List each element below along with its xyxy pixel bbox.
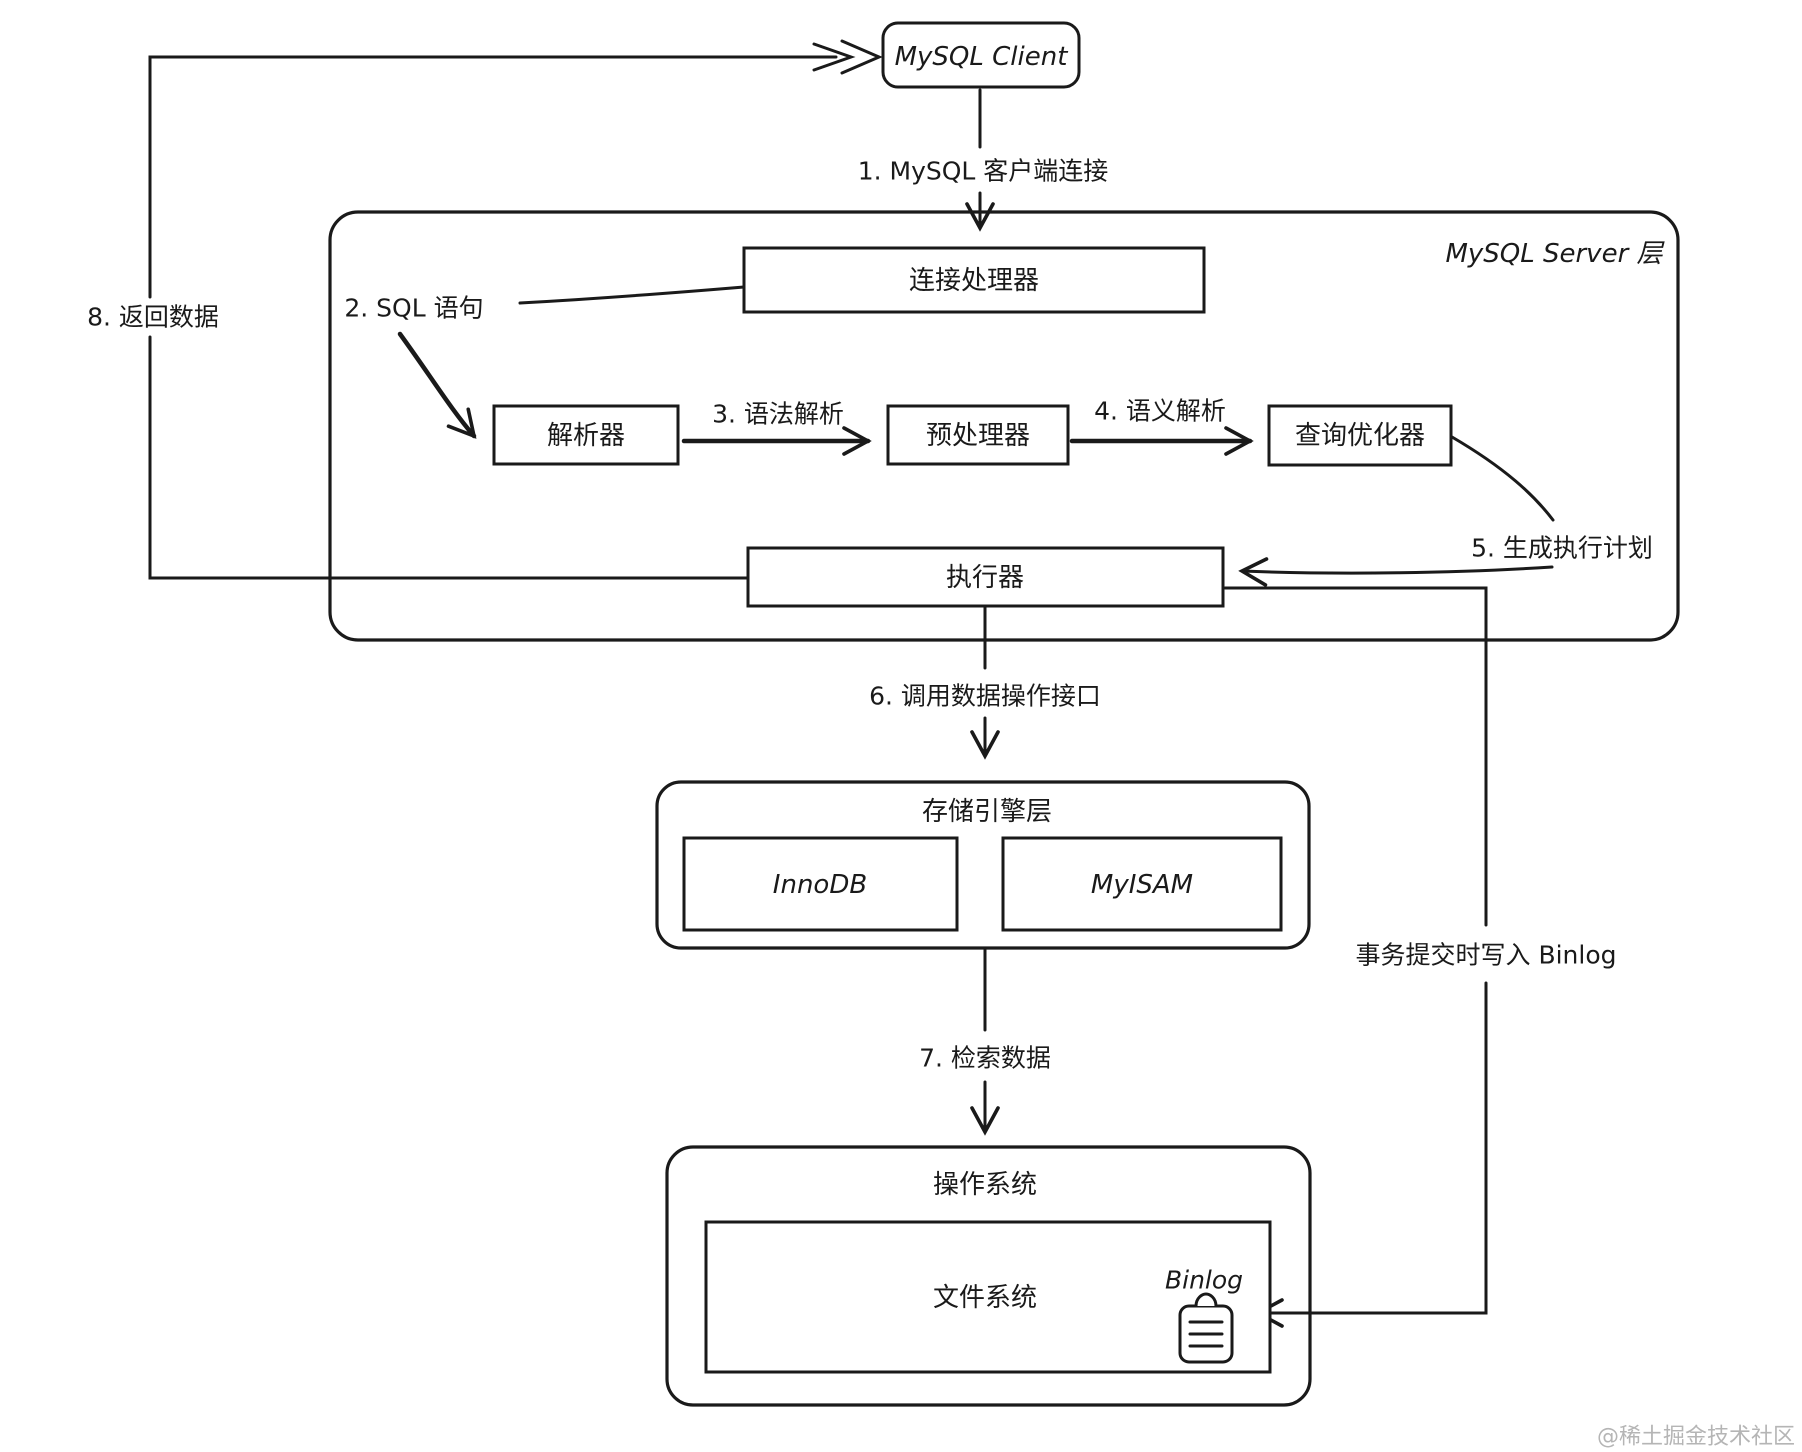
return-arrowhead-outer-icon [840, 39, 883, 75]
sql-to-parser-arrow [397, 331, 477, 439]
parser-box [492, 404, 680, 466]
sql-statement-line [518, 285, 746, 305]
myisam-label: MyISAM [1091, 870, 1193, 900]
storage-engine-layer-box [655, 780, 1311, 950]
watermark-label: @稀土掘金技术社区 [1597, 1425, 1795, 1450]
binlog-path-lower [1254, 981, 1488, 1328]
filesystem-label: 文件系统 [933, 1283, 1037, 1313]
step4-label: 4. 语义解析 [1094, 397, 1226, 426]
preprocessor-label: 预处理器 [926, 421, 1030, 451]
executor-box [746, 546, 1225, 608]
storage-engine-layer-label: 存储引擎层 [922, 797, 1052, 827]
mysql-server-layer-label: MySQL Server 层 [1445, 239, 1665, 269]
mysql-client-label: MySQL Client [895, 42, 1069, 72]
optimizer-label: 查询优化器 [1295, 421, 1425, 451]
binlog-clipboard-icon [1178, 1292, 1234, 1364]
connection-handler-label: 连接处理器 [909, 266, 1039, 296]
preprocessor-box [886, 404, 1070, 466]
step5-label: 5. 生成执行计划 [1471, 534, 1653, 563]
mysql-server-layer-box [328, 210, 1680, 642]
step7-label: 7. 检索数据 [919, 1044, 1051, 1073]
parser-label: 解析器 [547, 421, 625, 451]
optimizer-box [1267, 404, 1453, 467]
myisam-box [1001, 836, 1283, 932]
innodb-label: InnoDB [773, 870, 867, 900]
os-layer-box [665, 1145, 1312, 1407]
connection-handler-box [742, 246, 1206, 314]
binlog-label: Binlog [1165, 1266, 1243, 1295]
os-layer-label: 操作系统 [933, 1170, 1037, 1200]
step5-to-executor-arrow [1238, 557, 1554, 587]
binlog-path-upper [1223, 586, 1488, 927]
filesystem-box [704, 1220, 1272, 1374]
step3-label: 3. 语法解析 [712, 400, 844, 429]
optimizer-to-step5-line [1450, 435, 1555, 522]
return-path-lower [148, 335, 750, 580]
step8-label: 8. 返回数据 [87, 303, 219, 332]
step2-label: 2. SQL 语句 [344, 294, 483, 323]
step6-label: 6. 调用数据操作接口 [869, 682, 1101, 711]
step1-label: 1. MySQL 客户端连接 [858, 157, 1109, 186]
innodb-box [682, 836, 959, 932]
mysql-client-box [881, 21, 1081, 89]
return-path-upper [148, 55, 838, 299]
executor-label: 执行器 [946, 563, 1024, 593]
return-arrowhead-inner-icon [812, 42, 856, 72]
binlog-write-label: 事务提交时写入 Binlog [1356, 941, 1617, 970]
